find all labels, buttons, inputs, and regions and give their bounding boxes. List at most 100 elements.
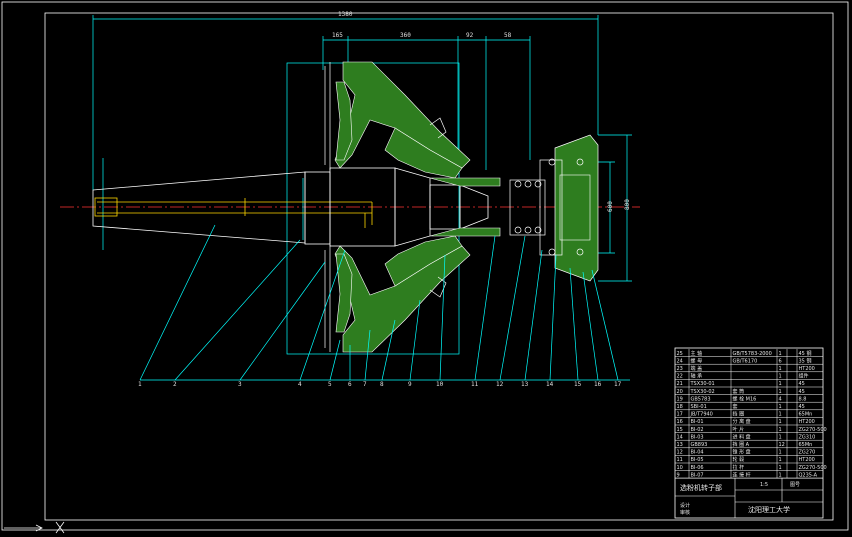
parts-cell: 叶 片 [733,426,745,433]
parts-cell: 12 [677,450,683,456]
drawn-label: 设计 [680,502,690,509]
parts-cell: BI-07 [691,472,704,478]
parts-cell: Q235-A [799,472,818,478]
blade-fins [324,62,447,352]
dim-segment-1: 165 [332,32,343,39]
parts-cell: 21 [677,381,683,387]
school-name: 沈阳理工大学 [748,505,790,514]
parts-cell: 4 [779,396,782,402]
parts-cell: 18 [677,404,683,410]
parts-cell: 10 [677,465,683,471]
parts-cell: 35 钢 [799,357,812,364]
parts-cell: 1 [779,389,782,395]
parts-cell: GB893 [691,442,708,448]
balloon-labels: 1 2 3 4 5 6 7 8 9 10 11 12 13 14 15 16 1… [138,381,622,388]
parts-cell: HT200 [799,366,815,372]
parts-cell: JB/T7940 [690,412,713,418]
parts-cell: 1 [779,381,782,387]
parts-cell: ZG270-500 [799,427,827,433]
parts-cell: 1 [779,404,782,410]
parts-cell: 螺 栓 M16 [733,395,757,402]
balloon-4: 4 [298,381,302,388]
balloon-9: 9 [408,381,412,388]
dim-overall-length: 1380 [338,11,353,18]
parts-cell: 16 [677,419,683,425]
parts-cell: 1 [779,434,782,440]
balloon-14: 14 [546,381,554,388]
inner-bore-hidden [94,197,373,228]
parts-cell: GB/T5783-2000 [733,351,772,357]
balloon-7: 7 [363,381,367,388]
parts-cell: 1 [779,412,782,418]
parts-cell: 1 [779,419,782,425]
balloon-5: 5 [328,381,332,388]
parts-cell: 挡 圈 A [733,441,750,448]
parts-cell: 65Mn [799,412,813,418]
leader-lines [139,224,630,381]
dimension-texts: 1380 165 360 92 58 800 600 [332,11,631,212]
parts-cell: 1 [779,457,782,463]
parts-cell: 套 筒 [733,388,745,395]
parts-cell: BI-06 [691,465,704,471]
parts-cell: 分 离 盘 [733,418,751,425]
ucs-icon [4,521,65,534]
parts-cell: GB/T6170 [733,358,758,364]
balloon-17: 17 [614,381,622,388]
parts-cell: HT200 [799,457,815,463]
parts-cell: 45 [799,404,805,410]
parts-cell: 1 [779,374,782,380]
dim-segment-2: 360 [400,32,411,39]
balloon-2: 2 [173,381,177,388]
dim-segment-4: 58 [504,32,512,39]
parts-cell: 11 [677,457,683,463]
parts-cell: 14 [677,434,683,440]
parts-cell: 15 [677,427,683,433]
parts-cell: 拉 杆 [733,464,745,471]
parts-cell: 1 [779,450,782,456]
parts-cell: 22 [677,374,683,380]
parts-cell: TSX30-01 [690,381,715,387]
parts-cell: 65Mn [799,442,813,448]
parts-cell: 45 [799,381,805,387]
parts-cell: 12 [779,442,785,448]
parts-cell: 20 [677,389,683,395]
parts-cell: 1 [779,472,782,478]
balloon-3: 3 [238,381,242,388]
parts-cell: 1 [779,351,782,357]
sheet-label: 图号 [790,482,800,488]
parts-cell: 13 [677,442,683,448]
parts-cell: 6 [779,358,782,364]
balloon-11: 11 [471,381,479,388]
dim-segment-3: 92 [466,32,474,39]
parts-cell: 轮 毂 [733,456,745,463]
assembly-name: 选粉机转子部 [680,483,722,492]
parts-cell: ZG270 [799,450,816,456]
parts-cell: 1 [779,427,782,433]
parts-cell: 1 [779,465,782,471]
parts-cell: 螺 母 [691,357,703,364]
parts-cell: 轴 承 [691,373,703,380]
parts-cell: BI-04 [691,450,704,456]
parts-cell: 9 [677,472,680,478]
dim-inner-height: 600 [607,201,614,212]
parts-cell: 挡 圈 [733,411,745,418]
parts-cell: 进 料 盘 [733,433,751,440]
parts-cell: BI-03 [691,434,704,440]
parts-cell: 25 [677,351,683,357]
checked-label: 审核 [680,509,690,516]
bearing-housing [509,134,599,282]
parts-cell: SBI-01 [691,404,707,410]
parts-cell: BI-02 [691,427,704,433]
parts-cell: 17 [677,412,683,418]
balloon-15: 15 [574,381,582,388]
parts-cell: 锥 形 盘 [733,449,751,456]
parts-cell: 连 接 杆 [733,471,751,478]
parts-cell: 23 [677,366,683,372]
parts-cell: TSX30-02 [690,389,715,395]
hub-body [329,167,489,247]
parts-cell: 24 [677,358,683,364]
parts-cell: 45 [799,389,805,395]
